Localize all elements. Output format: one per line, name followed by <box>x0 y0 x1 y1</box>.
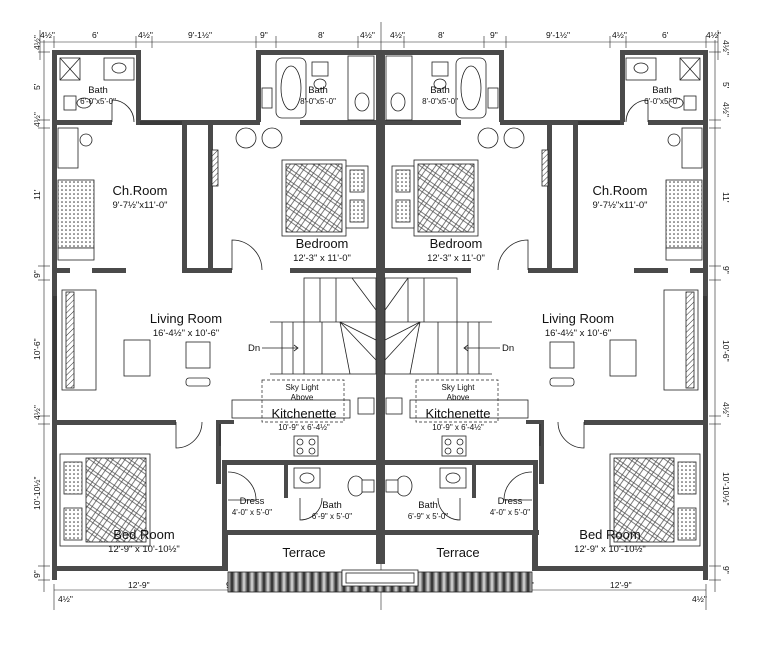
stair-right-label: Dn <box>502 343 514 354</box>
dress-left-size: 4'-0" x 5'-0" <box>232 508 272 517</box>
bedroom-right-name: Bedroom <box>430 236 483 251</box>
walls <box>52 50 708 580</box>
bedroom-left-size: 12'-3" x 11'-0" <box>293 253 351 264</box>
dim-left-0: 4½" <box>32 35 42 50</box>
dim-bottom-right-2: 4½" <box>692 594 707 604</box>
dim-top-right-5: 6' <box>662 30 669 40</box>
bath-lower-left-name: Bath <box>322 500 342 511</box>
terrace-right-name: Terrace <box>436 545 479 560</box>
dress-right-name: Dress <box>498 496 523 507</box>
skylight-left-line2: Above <box>291 393 314 402</box>
dim-right-8: 9" <box>721 566 731 574</box>
right-unit-labels: Bath 6'-0"x5'-0" Bath 8'-0"x5'-0" Ch.Roo… <box>408 85 680 560</box>
terrace-left-name: Terrace <box>282 545 325 560</box>
bath-top-right-size: 6'-0"x5'-0" <box>644 97 680 106</box>
dim-right-1: 5' <box>721 82 731 89</box>
dim-top-left-0: 4½" <box>40 30 55 40</box>
child-room-left-size: 9'-7½"x11'-0" <box>112 200 167 211</box>
dim-left-6: 4½" <box>32 405 42 420</box>
dim-right-7: 10'-10½" <box>721 472 731 505</box>
dim-left-7: 10'-10½" <box>32 477 42 510</box>
furniture <box>57 55 703 547</box>
windows <box>53 121 707 400</box>
dim-right-2: 4½" <box>721 102 731 117</box>
dim-right-5: 10'-6" <box>721 340 731 362</box>
bed-room-left-size: 12'-9" x 10'-10½" <box>108 544 180 555</box>
dim-top-right-0: 4½" <box>390 30 405 40</box>
child-room-left-name: Ch.Room <box>113 183 168 198</box>
dim-right-0: 4½" <box>721 40 731 55</box>
dim-left-5: 10'-6" <box>32 338 42 360</box>
bath-upper-left-name: Bath <box>308 85 328 96</box>
dim-top-right-2: 9" <box>490 30 498 40</box>
living-room-right-size: 16'-4½" x 10'-6" <box>545 328 611 339</box>
living-room-right-name: Living Room <box>542 311 614 326</box>
bath-top-left-size: 6'-0"x5'-0" <box>80 97 116 106</box>
dim-bottom-left-1: 12'-9" <box>128 580 150 590</box>
bed-room-left-name: Bed Room <box>113 527 174 542</box>
dress-left-name: Dress <box>240 496 265 507</box>
dim-left-3: 11' <box>32 189 42 200</box>
dress-right-size: 4'-0" x 5'-0" <box>490 508 530 517</box>
terrace-railing <box>227 569 533 593</box>
dim-top-left-3: 9'-1½" <box>188 30 212 40</box>
child-room-right-name: Ch.Room <box>593 183 648 198</box>
dim-left-8: 9" <box>32 570 42 578</box>
stair-left-label: Dn <box>248 343 260 354</box>
skylight-left-line1: Sky Light <box>286 383 320 392</box>
dim-bottom-left-0: 4½" <box>58 594 73 604</box>
bath-upper-left-size: 8'-0"x5'-0" <box>300 97 336 106</box>
kitchenette-left-name: Kitchenette <box>271 406 336 421</box>
dim-top-right-6: 4½" <box>706 30 721 40</box>
bedroom-right-size: 12'-3" x 11'-0" <box>427 253 485 264</box>
dim-top-right-4: 4½" <box>612 30 627 40</box>
kitchenette-right-name: Kitchenette <box>425 406 490 421</box>
bath-top-right-name: Bath <box>652 85 672 96</box>
staircase <box>262 277 500 375</box>
dim-top-left-6: 4½" <box>360 30 375 40</box>
dim-top-left-5: 8' <box>318 30 325 40</box>
living-room-left-name: Living Room <box>150 311 222 326</box>
dim-right-6: 4½" <box>721 402 731 417</box>
dim-top-left-1: 6' <box>92 30 99 40</box>
dimension-labels: 4½" 6' 4½" 9'-1½" 9" 8' 4½" 4½" 8' 9" 9'… <box>32 30 731 604</box>
kitchenette-right-size: 10'-9" x 6'-4½" <box>432 423 484 432</box>
bath-top-left-name: Bath <box>88 85 108 96</box>
dim-top-right-3: 9'-1½" <box>546 30 570 40</box>
bath-lower-right-name: Bath <box>418 500 438 511</box>
dim-right-4: 9" <box>721 266 731 274</box>
dim-right-3: 11' <box>721 192 731 203</box>
bed-room-right-name: Bed Room <box>579 527 640 542</box>
dim-top-left-2: 4½" <box>138 30 153 40</box>
doors <box>111 99 649 521</box>
dim-left-4: 9" <box>32 270 42 278</box>
bath-lower-left-size: 6'-9" x 5'-0" <box>312 512 352 521</box>
dim-top-right-1: 8' <box>438 30 445 40</box>
dim-left-1: 5' <box>32 83 42 90</box>
left-unit-labels: Bath 6'-0"x5'-0" Bath 8'-0"x5'-0" Ch.Roo… <box>80 85 352 560</box>
bed-room-right-size: 12'-9" x 10'-10½" <box>574 544 646 555</box>
bedroom-left-name: Bedroom <box>296 236 349 251</box>
bath-lower-right-size: 6'-9" x 5'-0" <box>408 512 448 521</box>
kitchenette-left-size: 10'-9" x 6'-4½" <box>278 423 330 432</box>
skylight-right-line2: Above <box>447 393 470 402</box>
bath-upper-right-size: 8'-0"x5'-0" <box>422 97 458 106</box>
child-room-right-size: 9'-7½"x11'-0" <box>592 200 647 211</box>
dim-bottom-right-1: 12'-9" <box>610 580 632 590</box>
living-room-left-size: 16'-4½" x 10'-6" <box>153 328 219 339</box>
skylight-right-line1: Sky Light <box>442 383 476 392</box>
dim-top-left-4: 9" <box>260 30 268 40</box>
dim-left-2: 4½" <box>32 112 42 127</box>
bath-upper-right-name: Bath <box>430 85 450 96</box>
